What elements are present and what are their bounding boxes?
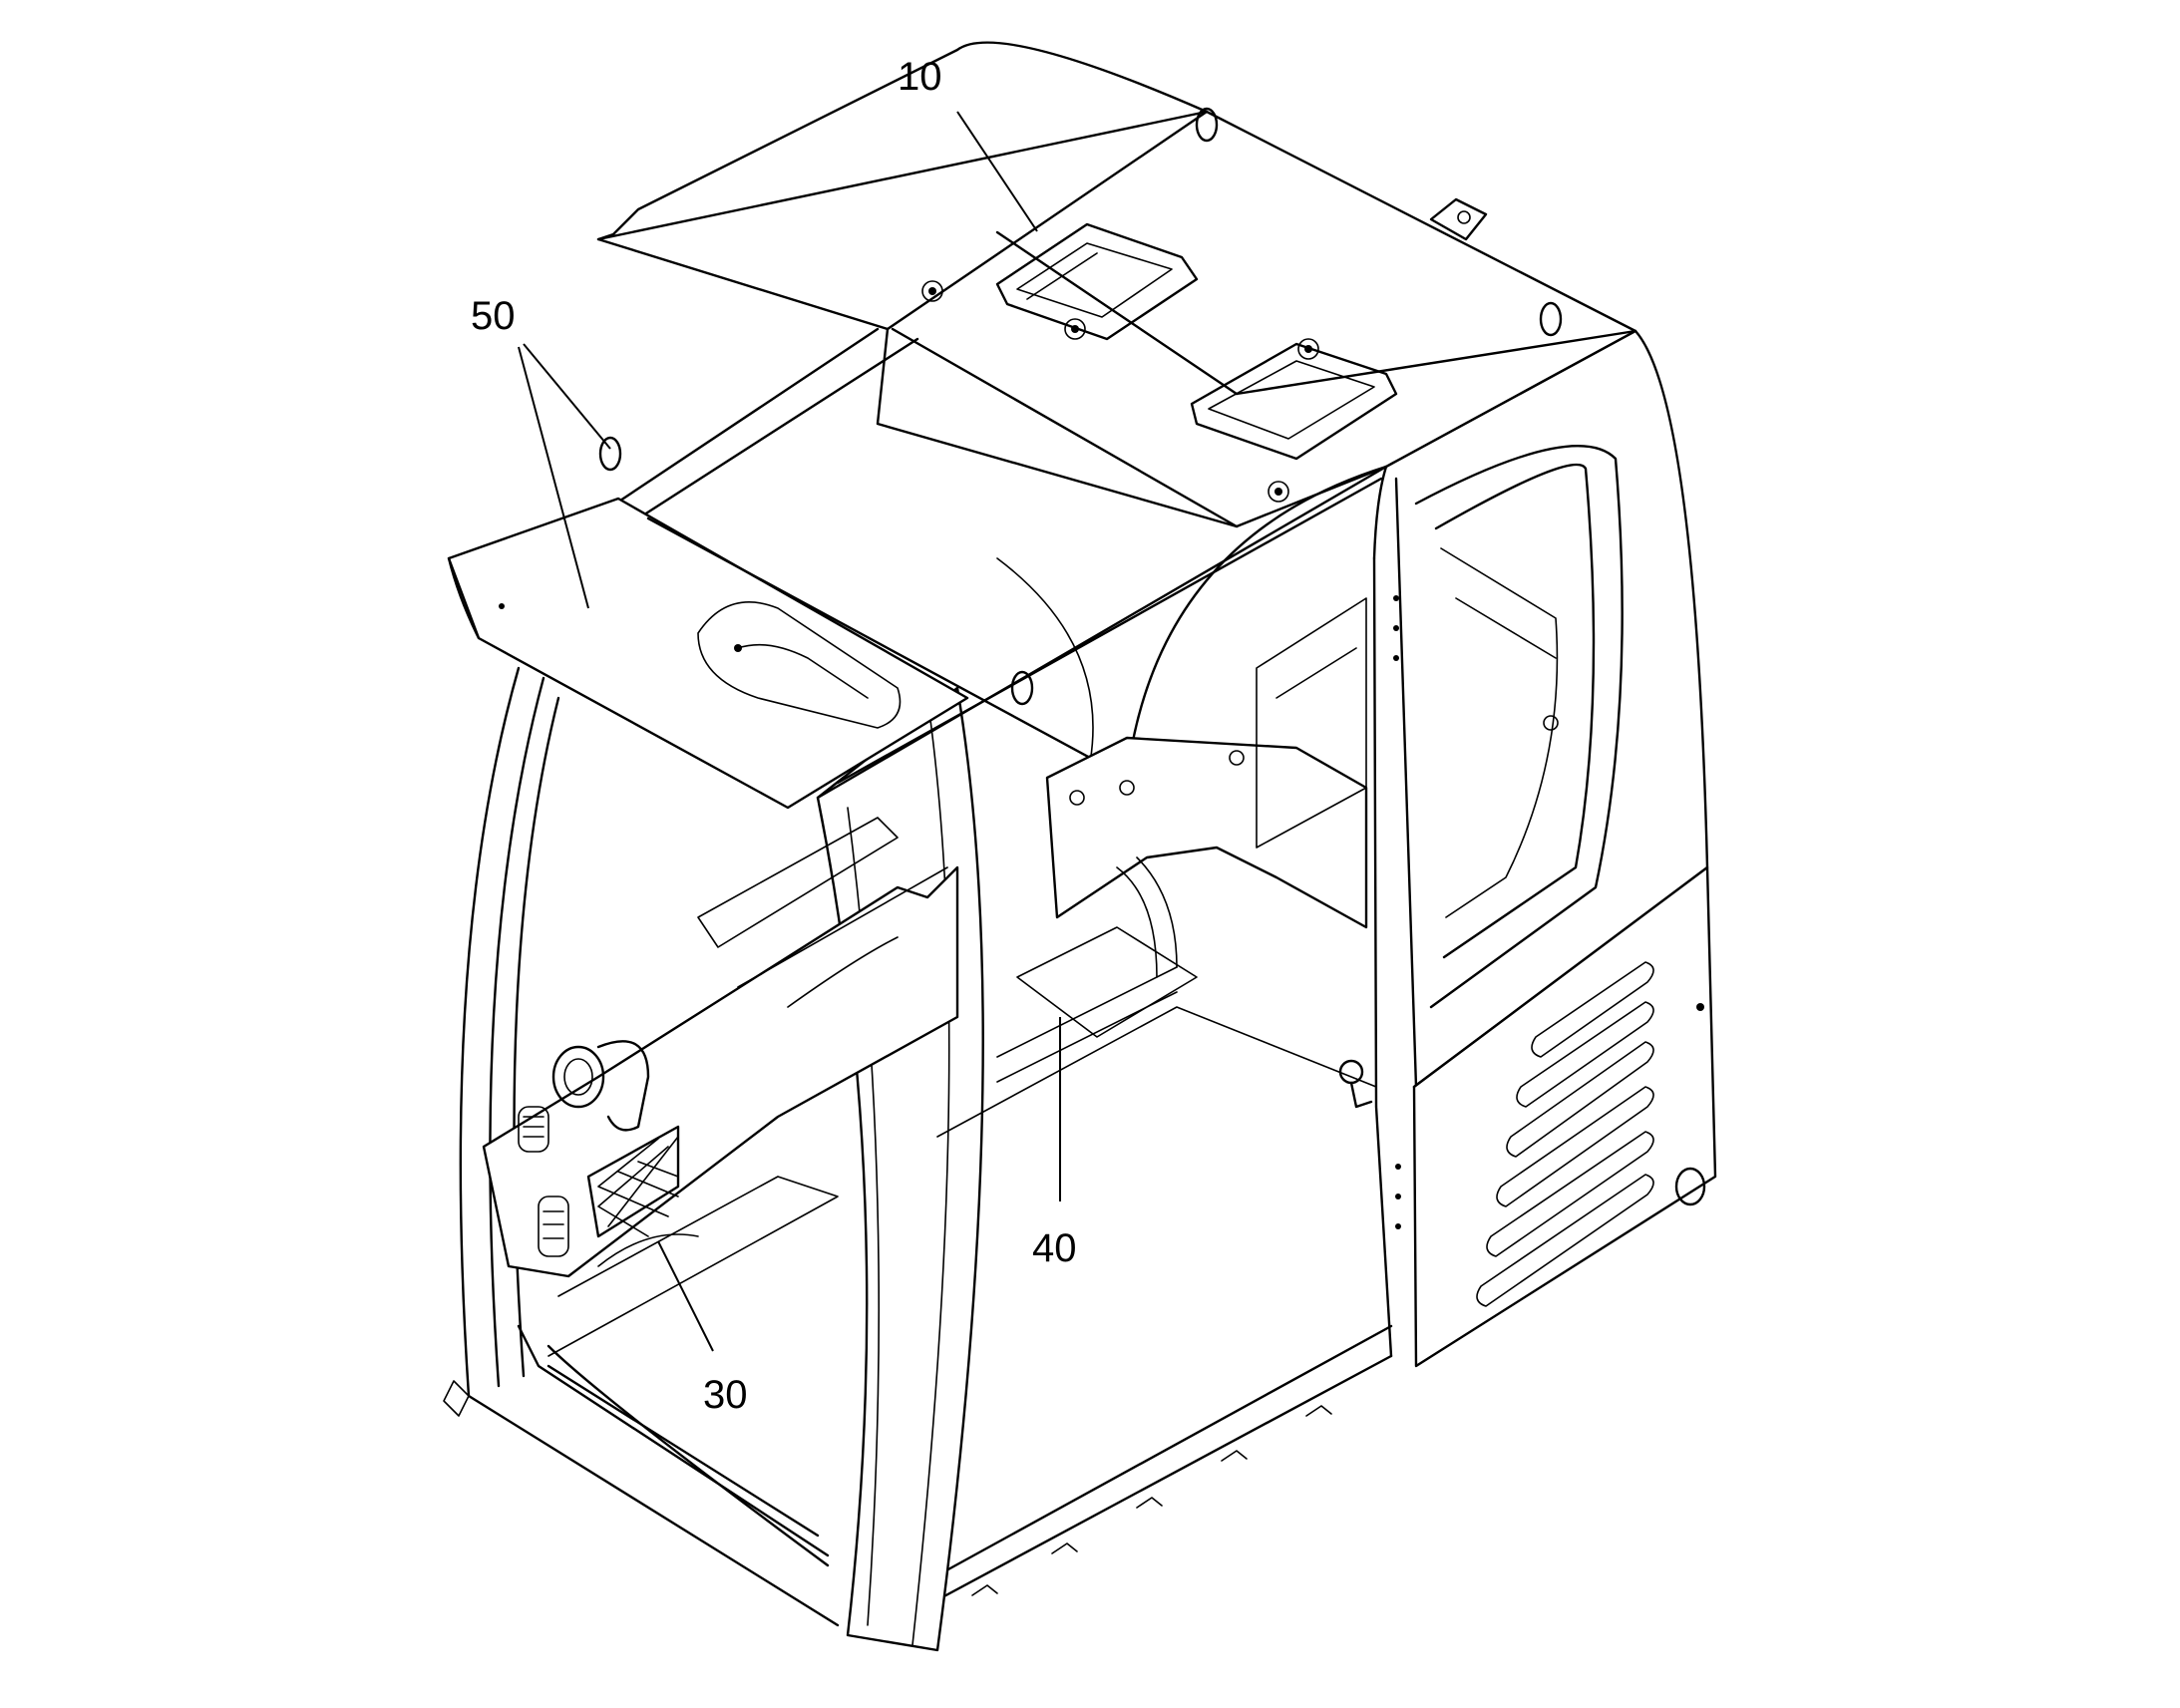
leader-30 bbox=[657, 1240, 714, 1352]
callout-10: 10 bbox=[898, 55, 942, 99]
leader-lines bbox=[518, 111, 1061, 1352]
leader-50b bbox=[518, 346, 589, 609]
leader-10 bbox=[956, 111, 1038, 232]
roof-panel bbox=[596, 107, 1637, 528]
dash-console bbox=[482, 817, 959, 1357]
side-rail-and-window bbox=[447, 41, 1388, 810]
leader-50a bbox=[523, 343, 611, 450]
seat-rear bbox=[936, 547, 1559, 1138]
callout-40: 40 bbox=[1032, 1226, 1077, 1270]
callout-50: 50 bbox=[471, 294, 516, 338]
callout-30: 30 bbox=[703, 1373, 748, 1417]
